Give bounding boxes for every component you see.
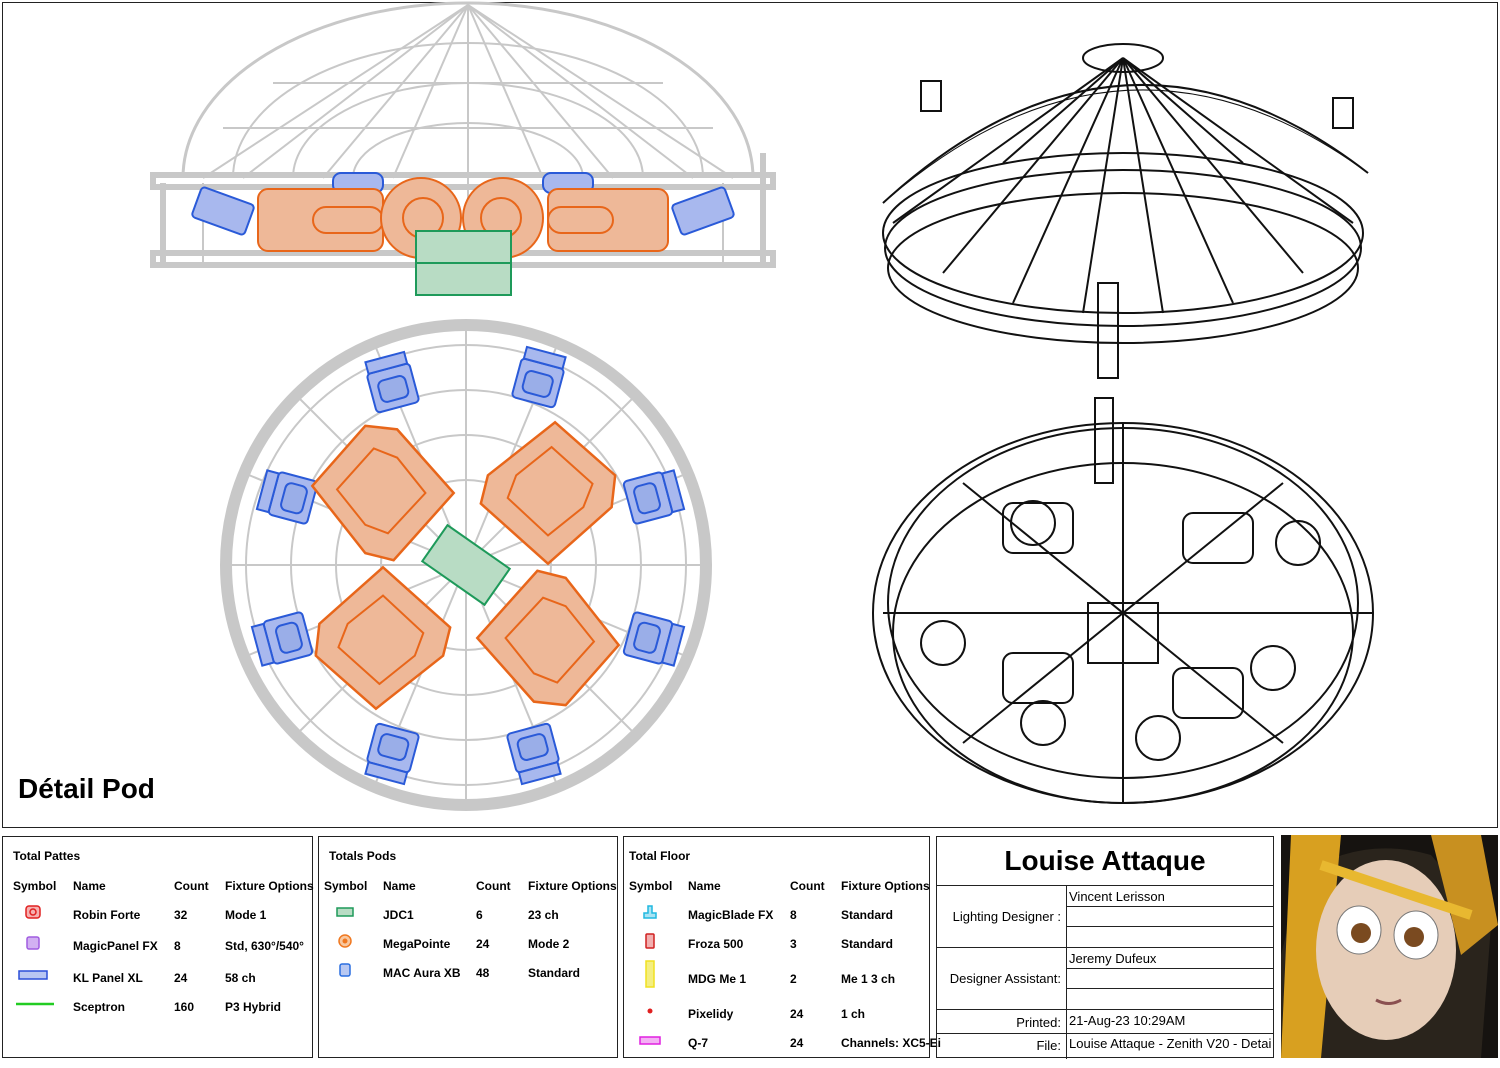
file-label: File: [1036, 1038, 1061, 1053]
col-count: Count [476, 879, 511, 893]
megapointe-icon [338, 934, 352, 948]
table-row: Sceptron 160 P3 Hybrid [3, 1000, 312, 1020]
col-options: Fixture Options [225, 879, 314, 893]
col-symbol: Symbol [324, 879, 368, 893]
pod-iso-bottom-view [872, 397, 1374, 804]
pod-plan-view [220, 319, 712, 811]
col-count: Count [790, 879, 825, 893]
legend-pods-title: Totals Pods [329, 849, 397, 863]
table-row: Froza 500 3 Standard [624, 933, 929, 957]
table-row: JDC1 6 23 ch [319, 907, 617, 928]
table-row: MegaPointe 24 Mode 2 [319, 934, 617, 957]
mdg-me1-icon [645, 960, 655, 988]
table-row: KL Panel XL 24 58 ch [3, 970, 312, 991]
drawing-viewport[interactable]: Détail Pod [2, 1, 1498, 828]
printed-label: Printed: [1016, 1015, 1061, 1030]
lighting-designer-label: Lighting Designer : [952, 909, 1061, 924]
magicpanel-fx-icon [26, 936, 40, 950]
col-name: Name [383, 879, 416, 893]
table-row: MDG Me 1 2 Me 1 3 ch [624, 960, 929, 992]
assistant-value: Jeremy Dufeux [1069, 951, 1157, 966]
lighting-designer-value: Vincent Lerisson [1069, 889, 1165, 904]
jdc1-icon [336, 907, 354, 917]
pixelidy-icon [647, 1008, 653, 1014]
legend-pods: Totals Pods Symbol Name Count Fixture Op… [318, 836, 618, 1058]
robin-forte-icon [25, 905, 41, 919]
elevation-fixtures [191, 172, 735, 296]
album-artwork [1281, 835, 1498, 1058]
legend-pattes: Total Pattes Symbol Name Count Fixture O… [2, 836, 314, 1058]
table-row: MAC Aura XB 48 Standard [319, 963, 617, 986]
sceptron-icon [16, 1002, 54, 1006]
col-name: Name [688, 879, 721, 893]
magicblade-fx-icon [643, 905, 657, 919]
drawing-title: Détail Pod [18, 773, 155, 804]
title-block: Louise Attaque Lighting Designer : Vince… [936, 836, 1274, 1059]
col-symbol: Symbol [13, 879, 57, 893]
table-row: MagicPanel FX 8 Std, 630°/540° [3, 936, 312, 959]
froza-500-icon [645, 933, 655, 949]
printed-value: 21-Aug-23 10:29AM [1069, 1013, 1186, 1028]
assistant-label: Designer Assistant: [949, 971, 1061, 986]
col-name: Name [73, 879, 106, 893]
table-row: Q-7 24 Channels: XC5-Ei [624, 1036, 941, 1056]
col-symbol: Symbol [629, 879, 673, 893]
legend-pattes-title: Total Pattes [13, 849, 81, 863]
kl-panel-xl-icon [18, 970, 48, 980]
pod-drawing [150, 1, 1374, 811]
file-value: Louise Attaque - Zenith V20 - Detai [1069, 1036, 1272, 1051]
table-row: MagicBlade FX 8 Standard [624, 905, 929, 928]
q7-icon [639, 1036, 661, 1045]
col-count: Count [174, 879, 209, 893]
mac-aura-xb-icon [339, 963, 351, 977]
col-options: Fixture Options [528, 879, 617, 893]
legend-floor-title: Total Floor [629, 849, 691, 863]
plan-fixtures [250, 345, 686, 786]
pod-iso-top-view [882, 43, 1369, 379]
col-options: Fixture Options [841, 879, 930, 893]
legend-floor: Total Floor Symbol Name Count Fixture Op… [623, 836, 941, 1058]
show-name: Louise Attaque [1004, 845, 1206, 876]
table-row: Robin Forte 32 Mode 1 [3, 905, 312, 928]
table-row: Pixelidy 24 1 ch [624, 1007, 929, 1027]
